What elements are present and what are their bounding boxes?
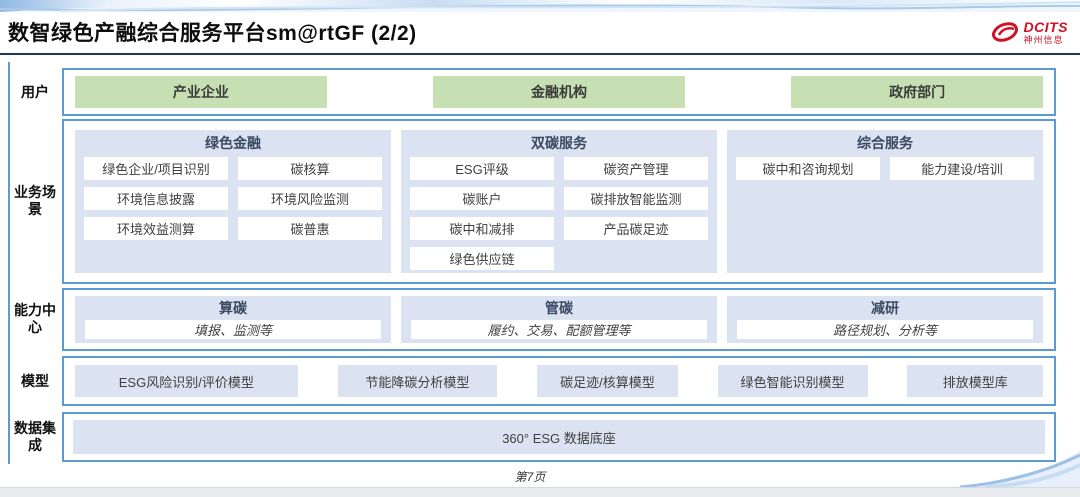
dcits-logo-icon	[991, 22, 1018, 42]
capability-column-reduction-research: 减研 路径规划、分析等	[727, 296, 1043, 343]
scenario-item: 能力建设/培训	[890, 157, 1034, 180]
capability-title: 减研	[871, 300, 899, 316]
scenario-item: 环境风险监测	[238, 187, 382, 210]
row-data-integration: 360° ESG 数据底座	[62, 412, 1056, 462]
logo-text: DCITS 神州信息	[1024, 20, 1069, 45]
scenario-grid: 碳中和咨询规划 能力建设/培训	[736, 157, 1034, 180]
capability-title: 管碳	[545, 300, 573, 316]
row-label-data-integration: 数据集成	[14, 420, 56, 453]
scenario-item: 环境信息披露	[84, 187, 228, 210]
row-label-models: 模型	[21, 373, 49, 389]
model-box: ESG风险识别/评价模型	[75, 365, 298, 397]
page-title: 数智绿色产融综合服务平台sm@rtGF (2/2)	[8, 22, 417, 45]
data-foundation-box: 360° ESG 数据底座	[73, 420, 1045, 454]
row-capability-center: 算碳 填报、监测等 管碳 履约、交易、配额管理等 减研 路径规划、分析等	[62, 288, 1056, 351]
scenario-column-green-finance: 绿色金融 绿色企业/项目识别 碳核算 环境信息披露 环境风险监测 环境效益测算 …	[75, 130, 391, 273]
scenario-item: 环境效益测算	[84, 217, 228, 240]
model-box: 节能降碳分析模型	[337, 365, 498, 397]
scenario-item: ESG评级	[410, 157, 554, 180]
scenario-item: 碳中和减排	[410, 217, 554, 240]
logo-company: 神州信息	[1023, 34, 1064, 45]
title-underline	[0, 53, 1080, 55]
row-label-capabilities: 能力中心	[14, 302, 56, 335]
row-models: ESG风险识别/评价模型 节能降碳分析模型 碳足迹/核算模型 绿色智能识别模型 …	[62, 356, 1056, 406]
scenario-item: 碳普惠	[238, 217, 382, 240]
dcits-logo: DCITS 神州信息	[990, 19, 1069, 45]
bottom-right-swirl-decoration	[950, 451, 1080, 487]
scenario-item: 碳资产管理	[564, 157, 708, 180]
scenario-column-title: 绿色金融	[205, 135, 261, 151]
scenario-item: 绿色企业/项目识别	[84, 157, 228, 180]
footer-page-number: 第7页	[514, 470, 546, 484]
scenario-item: 绿色供应链	[410, 247, 554, 270]
scenario-grid: 绿色企业/项目识别 碳核算 环境信息披露 环境风险监测 环境效益测算 碳普惠	[84, 157, 382, 240]
capability-desc: 路径规划、分析等	[737, 320, 1033, 339]
logo-brand: DCITS	[1023, 18, 1068, 35]
top-decoration	[0, 0, 1080, 12]
scenario-column-title: 双碳服务	[531, 135, 587, 151]
left-rail-line	[8, 62, 10, 464]
capability-column-carbon-management: 管碳 履约、交易、配额管理等	[401, 296, 717, 343]
scenario-column-dual-carbon: 双碳服务 ESG评级 碳资产管理 碳账户 碳排放智能监测 碳中和减排 产品碳足迹…	[401, 130, 717, 273]
row-business-scenarios: 绿色金融 绿色企业/项目识别 碳核算 环境信息披露 环境风险监测 环境效益测算 …	[62, 119, 1056, 284]
capability-desc: 履约、交易、配额管理等	[411, 320, 707, 339]
user-chip-financial: 金融机构	[433, 76, 685, 108]
model-box: 绿色智能识别模型	[717, 365, 868, 397]
capability-desc: 填报、监测等	[85, 320, 381, 339]
bottom-gray-bar	[0, 487, 1080, 497]
scenario-item: 产品碳足迹	[564, 217, 708, 240]
user-chip-government: 政府部门	[791, 76, 1043, 108]
capability-column-carbon-accounting: 算碳 填报、监测等	[75, 296, 391, 343]
capability-title: 算碳	[219, 300, 247, 316]
scenario-column-comprehensive: 综合服务 碳中和咨询规划 能力建设/培训	[727, 130, 1043, 273]
header: 数智绿色产融综合服务平台sm@rtGF (2/2) DCITS 神州信息	[0, 12, 1080, 52]
row-label-users: 用户	[21, 84, 49, 100]
row-users: 产业企业 金融机构 政府部门	[62, 68, 1056, 116]
model-box: 排放模型库	[907, 365, 1043, 397]
scenario-grid: ESG评级 碳资产管理 碳账户 碳排放智能监测 碳中和减排 产品碳足迹 绿色供应…	[410, 157, 708, 270]
top-wave-decoration	[0, 1, 1080, 12]
scenario-item: 碳核算	[238, 157, 382, 180]
row-label-scenarios: 业务场景	[14, 184, 56, 217]
scenario-item: 碳中和咨询规划	[736, 157, 880, 180]
scenario-item: 碳账户	[410, 187, 554, 210]
scenario-item: 碳排放智能监测	[564, 187, 708, 210]
model-box: 碳足迹/核算模型	[537, 365, 678, 397]
scenario-column-title: 综合服务	[857, 135, 913, 151]
user-chip-industry: 产业企业	[75, 76, 327, 108]
